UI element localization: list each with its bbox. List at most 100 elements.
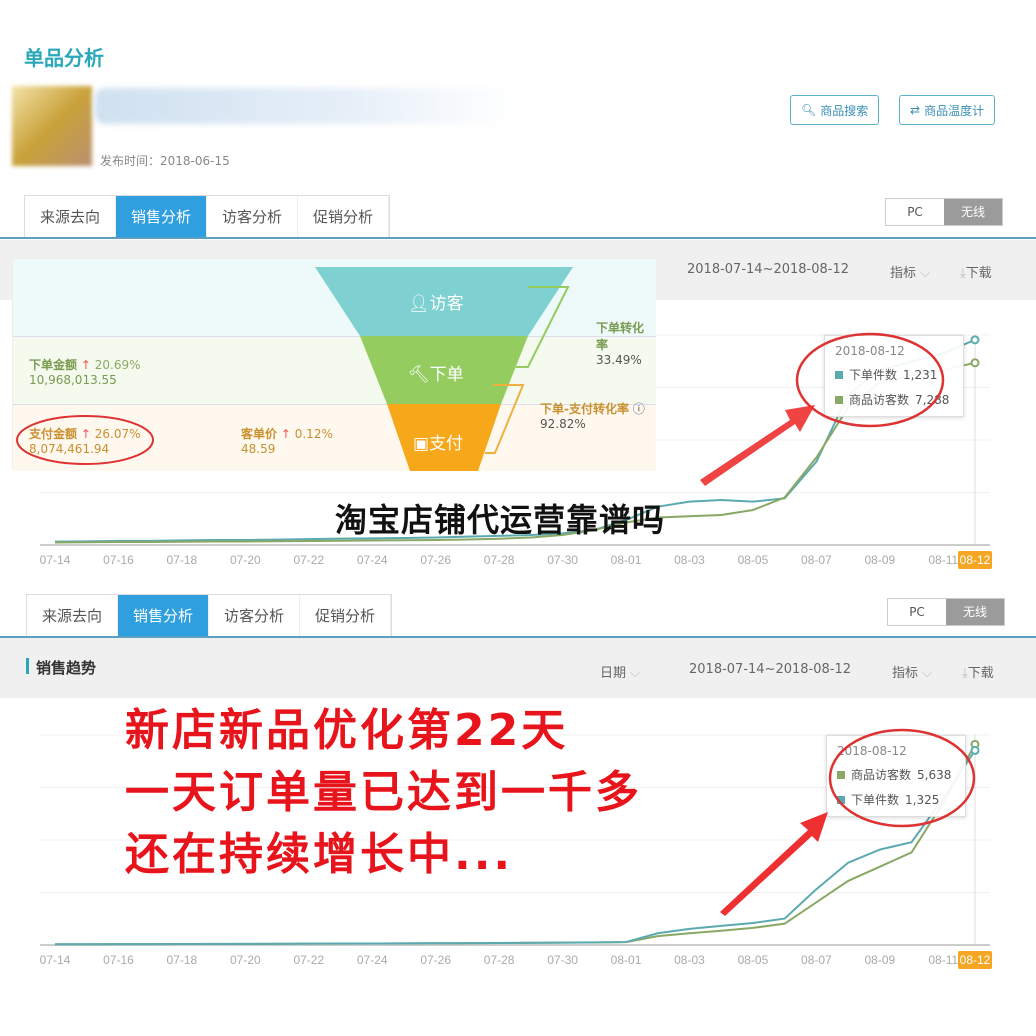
x-tick-label: 07-18 (167, 953, 198, 967)
search-icon: 🔍︎ (801, 103, 817, 117)
funnel-panel: 👤︎访客 🔨︎下单 ▣支付 下单金额 ↑ 20.69%10,968,013.55… (12, 258, 656, 471)
download-button-2[interactable]: ⤓下载 (962, 666, 994, 681)
funnel-pay (387, 404, 501, 471)
x-tick-label: 08-11 (928, 553, 958, 567)
x-tick-label: 08-05 (738, 553, 769, 567)
analysis-tabs-2: 来源去向 销售分析 访客分析 促销分析 (26, 594, 393, 637)
x-tick-label: 08-03 (674, 953, 705, 967)
panel2-toolbar (0, 638, 1036, 698)
tab-sales[interactable]: 销售分析 (118, 595, 210, 637)
headline-caption: 新店新品优化第22天 一天订单量已达到一千多 还在持续增长中... (125, 705, 642, 880)
x-tick-label: 07-28 (484, 553, 515, 567)
device-pc[interactable]: PC (907, 205, 923, 219)
x-tick-highlight (958, 551, 992, 569)
device-switch-2: PC 无线 (887, 598, 1005, 626)
tab-source[interactable]: 来源去向 (27, 595, 119, 637)
device-pc[interactable]: PC (909, 605, 925, 619)
x-tick-label: 08-09 (864, 553, 895, 567)
x-tick-label: 08-03 (674, 553, 705, 567)
hammer-icon: 🔨︎ (408, 365, 430, 385)
x-tick-label: 07-16 (103, 553, 134, 567)
date-range[interactable]: 2018-07-14~2018-08-12 (687, 262, 849, 277)
series-end-point (970, 335, 980, 345)
x-tick-label: 07-28 (484, 953, 515, 967)
funnel-visitors (315, 267, 573, 336)
x-tick-label: 08-12 (960, 953, 991, 967)
x-tick-label: 08-12 (960, 553, 991, 567)
x-tick-label: 07-20 (230, 553, 261, 567)
x-tick-label: 07-24 (357, 553, 388, 567)
chevron-down-icon: ⌵ (916, 266, 931, 281)
x-tick-label: 08-07 (801, 953, 832, 967)
chevron-down-icon: ⌵ (918, 666, 933, 681)
x-tick-label: 07-30 (547, 953, 578, 967)
product-image (12, 86, 92, 166)
arrow-up-icon: ↑ (280, 427, 291, 441)
device-wireless[interactable]: 无线 (944, 199, 1002, 225)
product-name-blurred (95, 88, 515, 124)
device-switch: PC 无线 (885, 198, 1003, 226)
x-tick-label: 07-20 (230, 953, 261, 967)
tab-promotion[interactable]: 促销分析 (298, 196, 390, 238)
series-end-point (970, 358, 980, 368)
x-tick-label: 07-26 (420, 953, 451, 967)
x-tick-label: 08-01 (611, 553, 642, 567)
x-tick-label: 08-01 (611, 953, 642, 967)
help-icon: ⓘ (632, 402, 645, 416)
tab-source[interactable]: 来源去向 (25, 196, 117, 238)
tab-underline-2 (0, 636, 1036, 638)
series-end-point (970, 745, 980, 755)
x-tick-label: 07-16 (103, 953, 134, 967)
tab-promotion[interactable]: 促销分析 (300, 595, 392, 637)
product-search-button[interactable]: 🔍︎商品搜索 (790, 95, 880, 125)
date-range-2[interactable]: 2018-07-14~2018-08-12 (689, 662, 851, 677)
question-caption: 淘宝店铺代运营靠谱吗 (335, 501, 666, 539)
download-button[interactable]: ⤓下载 (960, 266, 992, 281)
user-icon: 👤︎ (408, 294, 430, 314)
download-icon: ⤓ (960, 266, 966, 281)
x-tick-label: 08-09 (864, 953, 895, 967)
arrow-up-icon: ↑ (80, 358, 91, 372)
tab-visitors[interactable]: 访客分析 (207, 196, 299, 238)
metric-dropdown[interactable]: 指标 ⌵ (890, 266, 931, 281)
download-icon: ⤓ (962, 666, 968, 681)
x-tick-label: 07-18 (167, 553, 198, 567)
publish-date: 发布时间：2018-06-15 (100, 154, 230, 168)
x-tick-label: 07-26 (420, 553, 451, 567)
x-tick-label: 07-30 (547, 553, 578, 567)
arrow-up-icon: ↑ (80, 427, 91, 441)
funnel-stage-order: 🔨︎下单 (408, 365, 464, 385)
analysis-tabs: 来源去向 销售分析 访客分析 促销分析 (24, 195, 391, 238)
x-tick-label: 07-14 (40, 953, 71, 967)
tab-underline (0, 237, 1036, 239)
x-tick-highlight (958, 951, 992, 969)
x-tick-label: 07-22 (293, 553, 324, 567)
x-tick-label: 07-22 (293, 953, 324, 967)
tab-visitors[interactable]: 访客分析 (209, 595, 301, 637)
wallet-icon: ▣ (413, 434, 430, 454)
section-title: 销售趋势 (36, 659, 97, 677)
x-tick-label: 08-11 (928, 953, 958, 967)
metric-dropdown-2[interactable]: 指标 ⌵ (892, 666, 933, 681)
funnel-order (360, 336, 528, 404)
page-title: 单品分析 (24, 46, 104, 70)
swap-icon: ⇄ (910, 103, 921, 117)
x-tick-label: 08-05 (738, 953, 769, 967)
x-tick-label: 07-14 (40, 553, 71, 567)
unit-price: 客单价 ↑ 0.12%48.59 (241, 427, 333, 456)
pay-amount: 支付金额 ↑ 26.07%8,074,461.94 (29, 427, 141, 456)
series-line (54, 361, 976, 544)
x-tick-label: 08-07 (801, 553, 832, 567)
funnel-stage-visitors: 👤︎访客 (408, 294, 464, 314)
product-thermometer-button[interactable]: ⇄商品温度计 (899, 95, 996, 125)
tab-sales[interactable]: 销售分析 (116, 196, 208, 238)
device-wireless[interactable]: 无线 (946, 599, 1004, 625)
order-amount: 下单金额 ↑ 20.69%10,968,013.55 (29, 358, 141, 387)
date-dropdown[interactable]: 日期 ⌵ (600, 666, 641, 681)
funnel-stage-pay: ▣支付 (413, 434, 464, 454)
x-tick-label: 07-24 (357, 953, 388, 967)
